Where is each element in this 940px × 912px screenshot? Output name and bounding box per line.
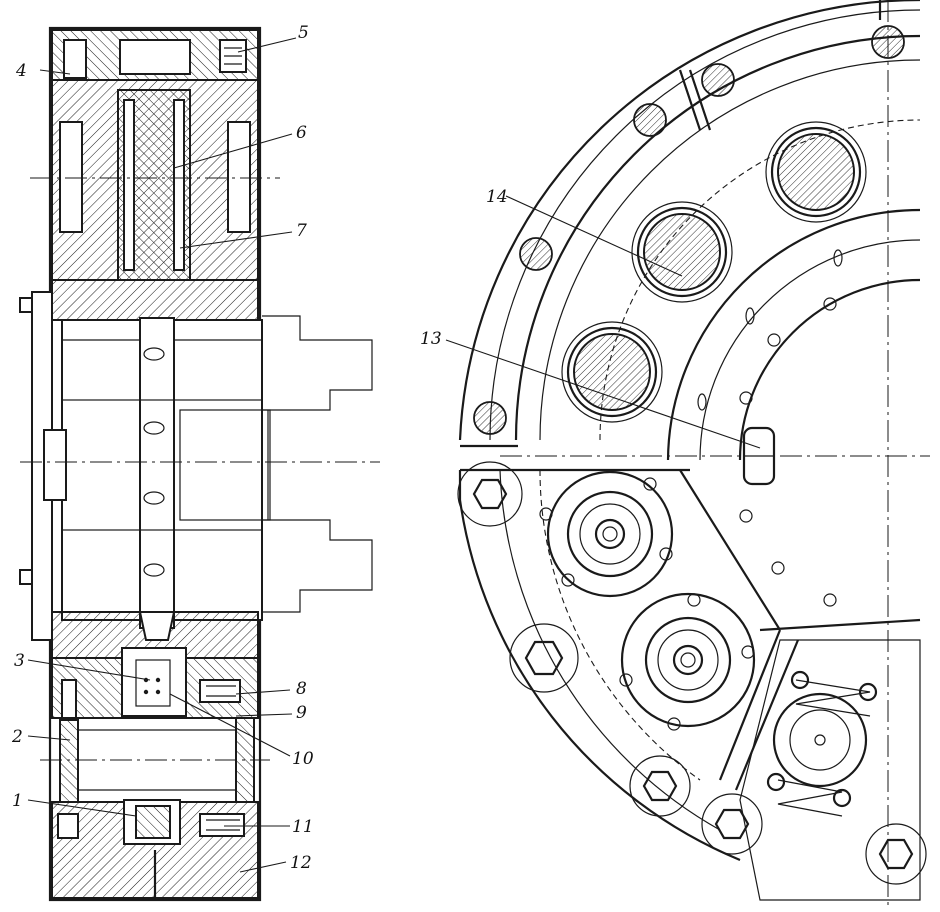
roller-pocket-1: [539, 470, 674, 598]
spindle-shaft: [139, 317, 175, 629]
spring-segment: [739, 639, 921, 901]
label-4: 4: [15, 61, 27, 81]
flange-bolt-top: [19, 297, 33, 313]
front-view: [457, 0, 930, 910]
label-11: 11: [292, 817, 314, 837]
label-9: 9: [296, 703, 307, 723]
label-5: 5: [298, 23, 309, 43]
upper-right-pocket: [227, 121, 251, 233]
outer-rim: [458, 0, 920, 441]
label-3: 3: [14, 651, 25, 671]
small-holes: [697, 249, 843, 607]
inner-bore: [738, 278, 921, 461]
label-1: 1: [12, 791, 23, 811]
label-8: 8: [296, 679, 307, 699]
right-step-upper: [262, 315, 373, 411]
lower-pocket: [121, 647, 187, 717]
screw-head-4: [63, 39, 87, 79]
part-labels: 4 5 6 7 3 8 9 10 2 1 11 12 14 13: [11, 23, 508, 873]
leader-lines: [27, 37, 761, 873]
screw-11: [199, 813, 245, 837]
right-step-lower: [262, 519, 373, 613]
label-2: 2: [11, 727, 23, 747]
label-10: 10: [292, 749, 314, 769]
roller-pocket-2: [619, 592, 756, 731]
label-14: 14: [486, 187, 508, 207]
label-12: 12: [290, 853, 312, 873]
top-bore: [119, 39, 191, 75]
upper-left-pocket: [59, 121, 83, 233]
screw-8: [199, 679, 241, 703]
flange-bolt-bottom: [19, 569, 33, 585]
hex-bolts: [457, 461, 927, 885]
label-13: 13: [420, 329, 442, 349]
large-bores: [561, 121, 867, 423]
upper-hub-band: [51, 279, 259, 321]
label-7: 7: [296, 221, 307, 241]
section-view: [19, 26, 380, 902]
label-6: 6: [296, 123, 307, 143]
